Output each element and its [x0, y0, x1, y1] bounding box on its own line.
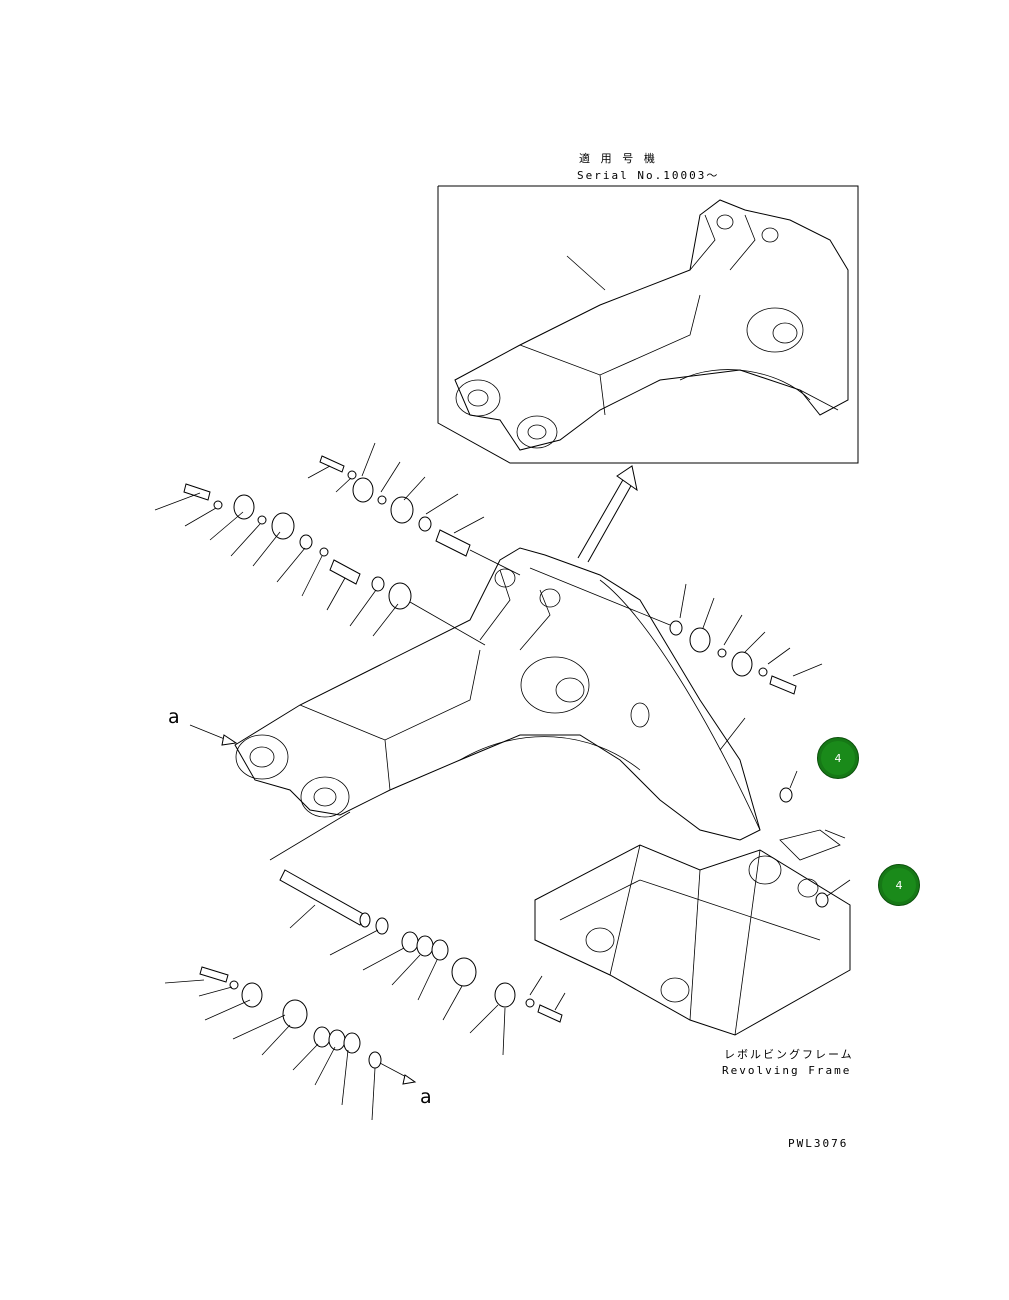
- callout-button-lower[interactable]: 4: [878, 864, 920, 906]
- drawing-code: PWL3076: [788, 1137, 849, 1150]
- right-pin-group: [529, 567, 851, 908]
- inset-title-jp: 適 用 号 機: [579, 152, 657, 165]
- inset-serial-number: Serial No.10003～: [577, 169, 720, 182]
- revolving-frame-label-jp: レボルビングフレーム: [724, 1048, 854, 1061]
- arrow-marker-a-left: [189, 724, 238, 746]
- revolving-frame: [534, 829, 851, 1036]
- arrow-marker-a-bottom-label: a: [420, 1086, 432, 1108]
- inset-pointer-arrow: [577, 465, 638, 563]
- inset-detail: [437, 185, 859, 464]
- foot-pin-group: [164, 811, 566, 1121]
- callout-button-upper[interactable]: 4: [817, 737, 859, 779]
- arrow-marker-a-left-label: a: [168, 706, 180, 728]
- revolving-frame-label-en: Revolving Frame: [722, 1064, 852, 1077]
- upper-pin-group: [154, 442, 521, 646]
- main-boom: [234, 547, 761, 841]
